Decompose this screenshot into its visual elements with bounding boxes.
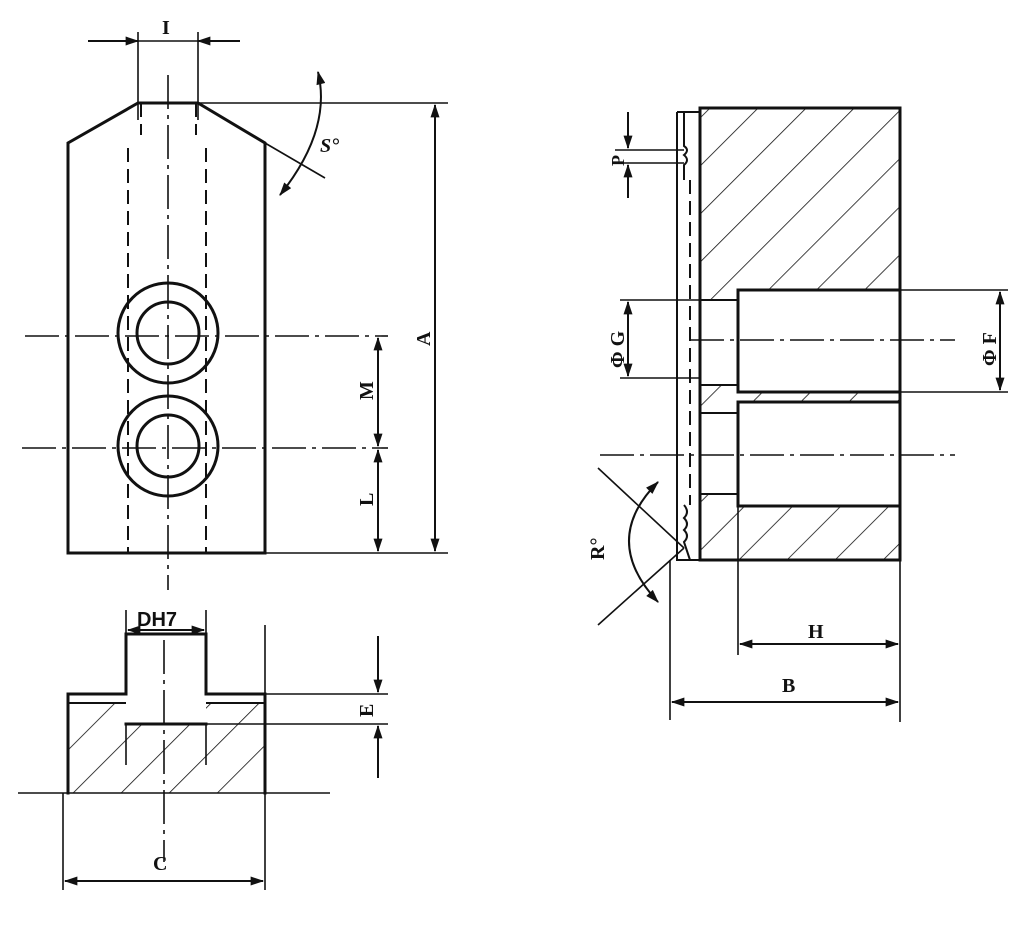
side-lower-hatch [700, 494, 900, 560]
dim-b-label: B [782, 675, 795, 697]
dim-phi-g-label: Φ G [607, 330, 629, 368]
dim-phi-f-label: Φ F [979, 332, 1001, 366]
dim-s-angle-label: S° [320, 135, 339, 157]
hole-upper-bore [135, 300, 201, 366]
side-view: P Φ G Φ F R° [587, 106, 1008, 722]
dim-r-angle: R° [587, 467, 685, 626]
dim-m: M [356, 336, 383, 448]
side-upper-counterbore [736, 288, 902, 394]
dim-i-label: I [162, 17, 170, 39]
hole-upper-counterbore [116, 281, 220, 385]
dim-r-angle-label: R° [587, 538, 609, 560]
bottom-view: DH7 E C [18, 609, 388, 890]
side-lower-counterbore [736, 400, 902, 508]
dim-c: C [62, 625, 266, 890]
dim-e: E [206, 636, 388, 778]
dim-h: H [737, 506, 901, 722]
side-jaw-teeth-top [682, 112, 688, 180]
side-jaw-face [676, 111, 700, 561]
dim-phi-g: Φ G [607, 299, 700, 379]
dim-m-label: M [356, 381, 378, 400]
hole-lower-counterbore [116, 394, 220, 498]
side-jaw-teeth-bottom [682, 504, 691, 561]
dim-l-label: L [356, 493, 378, 506]
dim-a-label: A [413, 331, 435, 346]
front-view-outline [66, 101, 267, 555]
side-upper-hatch [700, 108, 900, 300]
dim-i: I [88, 17, 240, 120]
dim-s-angle: S° [264, 70, 339, 196]
dim-dh7-label: DH7 [137, 609, 177, 631]
dim-e-label: E [356, 704, 378, 717]
bottom-view-outline [66, 632, 267, 795]
dim-phi-f: Φ F [900, 289, 1008, 393]
dim-l: L [356, 448, 383, 553]
dim-p-label: P [608, 155, 628, 166]
bottom-view-hatched-body [68, 703, 265, 793]
dim-b: B [669, 560, 900, 720]
dim-c-label: C [153, 853, 167, 875]
dim-p: P [608, 112, 684, 198]
hole-lower-bore [135, 413, 201, 479]
front-view: I S° A M L [22, 17, 448, 590]
dim-h-label: H [808, 621, 824, 643]
side-middle-hatch [700, 385, 900, 413]
dim-a: A [413, 103, 440, 553]
dim-dh7: DH7 [125, 609, 207, 635]
